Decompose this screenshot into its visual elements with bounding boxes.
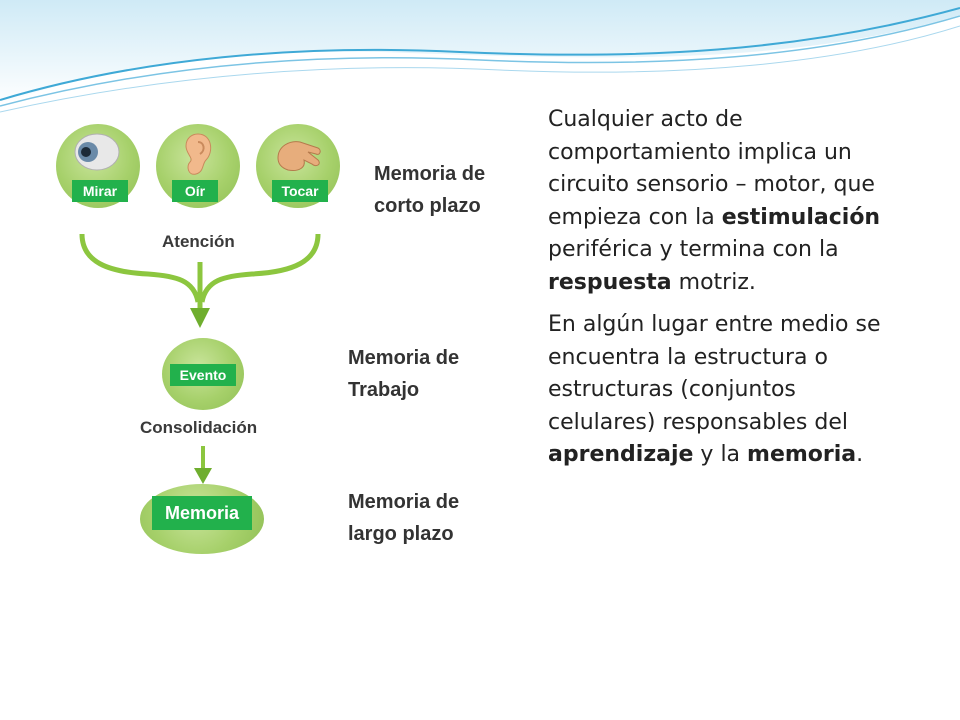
working-memory-label: Memoria de Trabajo [342,342,482,406]
header-wave-decoration [0,0,960,113]
working-memory-line-1: Memoria de [348,347,460,369]
p2-text-middle: y la [693,442,748,467]
hand-icon [277,141,321,171]
p1-bold-estimulacion: estimulación [721,204,881,230]
p2-bold-memoria: memoria [747,442,857,467]
short-term-memory-label: Memoria de corto plazo [368,158,500,222]
p2-text-start: En algún lugar entre medio se encuentra … [548,312,881,435]
sense-tag-mirar: Mirar [72,180,128,202]
diagram-connectors [79,233,321,484]
paragraph-2: En algún lugar entre medio se encuentra … [548,309,908,472]
long-term-memory-line-2: largo plazo [348,523,454,545]
sense-tag-tocar: Tocar [272,180,328,202]
consolidation-label: Consolidación [140,418,258,437]
p1-text-end: motriz. [671,269,756,295]
eye-icon [74,133,120,171]
working-memory-line-2: Trabajo [348,379,420,401]
short-term-memory-line-1: Memoria de [374,163,486,185]
attention-label: Atención [162,232,235,251]
p1-bold-respuesta: respuesta [548,269,672,295]
short-term-memory-line-2: corto plazo [374,195,481,217]
p1-text-middle: periférica y termina con la [548,237,839,262]
long-term-memory-label: Memoria de largo plazo [342,486,480,550]
body-text: Cualquier acto de comportamiento implica… [548,104,908,482]
p2-text-end: . [856,442,864,467]
ear-icon [185,133,212,175]
event-tag: Evento [170,364,236,386]
p2-bold-aprendizaje: aprendizaje [548,442,694,467]
memory-tag: Memoria [152,496,252,530]
paragraph-1: Cualquier acto de comportamiento implica… [548,104,908,299]
p1-text-start: Cualquier acto de comportamiento implica… [548,107,875,230]
sense-tag-oir: Oír [172,180,218,202]
long-term-memory-line-1: Memoria de [348,491,460,513]
